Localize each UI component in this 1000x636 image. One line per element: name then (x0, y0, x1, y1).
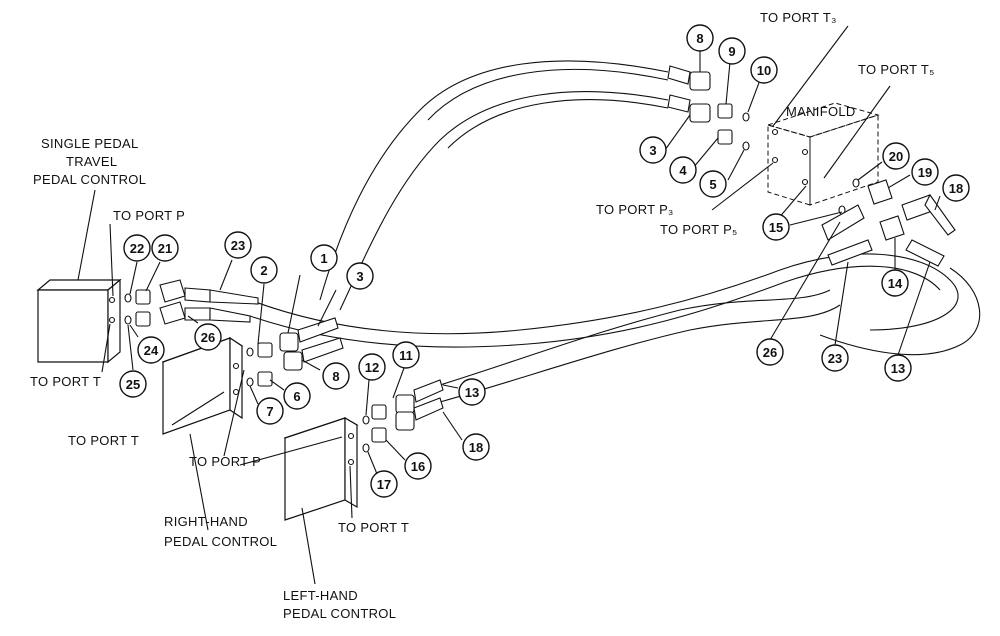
callout-7: 7 (266, 404, 273, 419)
right-hand-pedal-control-block (161, 336, 244, 435)
callout-3-top: 3 (649, 143, 656, 158)
to-port-t3-label: TO PORT T₃ (760, 10, 837, 25)
callout-4: 4 (679, 163, 687, 178)
callout-circles: 8 9 10 3 4 5 20 19 18 15 14 26 23 13 22 … (119, 24, 970, 498)
to-port-p-label-top: TO PORT P (113, 208, 185, 223)
to-port-p3-label: TO PORT P₃ (596, 202, 674, 217)
fittings (124, 65, 956, 453)
left-hand-label-2: PEDAL CONTROL (283, 606, 396, 621)
callout-16: 16 (411, 459, 425, 474)
callout-19: 19 (918, 165, 932, 180)
to-port-t-label-right: TO PORT T (68, 433, 139, 448)
callout-15: 15 (769, 220, 783, 235)
callout-13-left: 13 (465, 385, 479, 400)
callout-10: 10 (757, 63, 771, 78)
right-hand-label-2: PEDAL CONTROL (164, 534, 277, 549)
single-pedal-label-2: TRAVEL (66, 154, 117, 169)
callout-9: 9 (728, 44, 735, 59)
callout-23-right: 23 (828, 351, 842, 366)
callout-23-left: 23 (231, 238, 245, 253)
callout-11: 11 (399, 348, 413, 363)
to-port-p-label-right: TO PORT P (189, 454, 261, 469)
right-hand-label-1: RIGHT-HAND (164, 514, 248, 529)
hose-lines (249, 60, 981, 403)
callout-8-top: 8 (696, 31, 703, 46)
to-port-t-label-single: TO PORT T (30, 374, 101, 389)
callout-3-left: 3 (356, 269, 363, 284)
callout-13-right: 13 (891, 361, 905, 376)
callout-26-left: 26 (201, 330, 215, 345)
to-port-t-label-left: TO PORT T (338, 520, 409, 535)
to-port-t5-label: TO PORT T₅ (858, 62, 935, 77)
left-hand-pedal-control-block (283, 416, 359, 521)
callout-14: 14 (888, 276, 903, 291)
callout-21: 21 (158, 241, 172, 256)
callout-25: 25 (126, 377, 140, 392)
single-pedal-label-3: PEDAL CONTROL (33, 172, 146, 187)
callout-20: 20 (889, 149, 903, 164)
callout-17: 17 (377, 477, 391, 492)
manifold-label: MANIFOLD (786, 104, 856, 119)
callout-24: 24 (144, 343, 159, 358)
callout-8-left: 8 (332, 369, 339, 384)
callout-26-right: 26 (763, 345, 777, 360)
callout-2: 2 (260, 263, 267, 278)
left-hand-label-1: LEFT-HAND (283, 588, 358, 603)
callout-5: 5 (709, 177, 716, 192)
to-port-p5-label: TO PORT P₅ (660, 222, 738, 237)
labels: SINGLE PEDAL TRAVEL PEDAL CONTROL TO POR… (30, 10, 935, 621)
callout-18-top: 18 (949, 181, 963, 196)
callout-6: 6 (293, 389, 300, 404)
callout-18-left: 18 (469, 440, 483, 455)
single-pedal-label-1: SINGLE PEDAL (41, 136, 139, 151)
callout-22: 22 (130, 241, 144, 256)
manifold-block (766, 102, 880, 206)
single-pedal-control-block (36, 278, 122, 364)
callout-1: 1 (320, 251, 327, 266)
callout-12: 12 (365, 360, 379, 375)
